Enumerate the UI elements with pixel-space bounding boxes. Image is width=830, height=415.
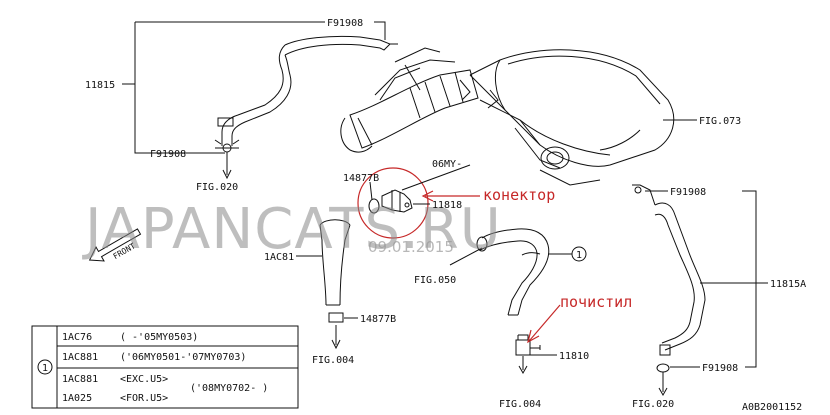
label-f91908-right-bottom: F91908 [702,363,738,374]
label-06my: 06MY- [432,159,462,170]
connector-11818 [368,189,413,214]
leader-lines [122,21,768,368]
label-fig004-left: FIG.004 [312,355,354,366]
annotation-arrows [421,190,561,344]
part-labels: F91908 11815 F91908 FIG.020 FIG.073 06MY… [85,18,806,413]
label-fig050: FIG.050 [414,275,456,286]
highlight-circle [357,167,429,239]
label-fig020-right: FIG.020 [632,399,674,410]
tube-1ac81 [319,219,351,350]
hose-to-fig050 [476,228,550,375]
label-f91908-top: F91908 [327,18,363,29]
annotation-connector: конектор [483,186,555,204]
diagram-code: A0B2001152 [742,402,802,413]
breather-hose-11815a [632,184,706,397]
legend-key: 1 [42,363,48,374]
label-1ac81: 1AC81 [264,252,294,263]
label-callout-1: 1 [576,250,582,261]
label-fig020-left: FIG.020 [196,182,238,193]
air-cleaner-assembly [340,47,675,186]
label-f91908-right-top: F91908 [670,187,706,198]
label-fig004-right: FIG.004 [499,399,541,410]
watermark-date: 09.01.2015 [368,238,454,256]
legend-shared-range: ('08MY0702- ) [190,383,268,394]
legend-row-2-range: ('06MY0501-'07MY0703) [120,352,246,363]
front-arrow [88,228,142,262]
breather-hose-11815 [214,35,398,153]
legend-row-4-part: 1A025 [62,393,92,404]
legend-row-1-range: ( -'05MY0503) [120,332,198,343]
label-f91908-left: F91908 [150,149,186,160]
label-11815a: 11815A [770,279,806,290]
legend-row-3-part: 1AC881 [62,374,98,385]
label-11810: 11810 [559,351,589,362]
label-14877b-bottom: 14877B [360,314,396,325]
label-11818: 11818 [432,200,462,211]
label-fig073: FIG.073 [699,116,741,127]
watermark-text: JAPANCATS.RU [82,197,502,262]
legend-table [31,325,299,409]
legend-text: 1 1AC76 ( -'05MY0503) 1AC881 ('06MY0501-… [42,332,268,404]
legend-row-4-range: <FOR.U5> [120,393,168,404]
legend-row-3-range: <EXC.U5> [120,374,168,385]
label-11815: 11815 [85,80,115,91]
legend-row-1-part: 1AC76 [62,332,92,343]
legend-row-2-part: 1AC881 [62,352,98,363]
label-14877b-top: 14877B [343,173,379,184]
annotation-cleaned: почистил [560,293,632,311]
